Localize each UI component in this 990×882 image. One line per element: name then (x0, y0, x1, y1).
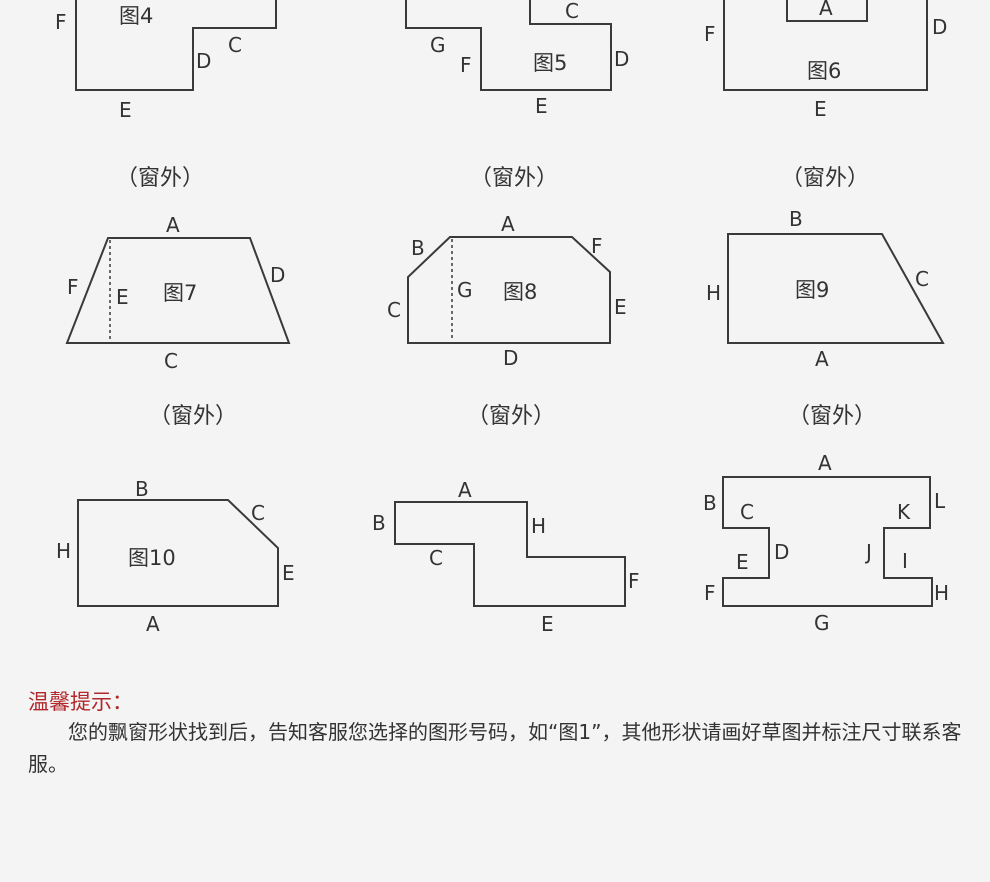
fig12-label-a: A (818, 451, 832, 475)
fig8-outline (407, 236, 611, 344)
fig4-label-d: D (196, 49, 211, 73)
fig10-label-e: E (282, 561, 295, 585)
window-outside-label-fig7: （窗外） (116, 166, 204, 191)
window-outside-label-fig12: （窗外） (788, 404, 876, 429)
fig11-label-e: E (541, 612, 554, 636)
fig12-label-c: C (740, 500, 754, 524)
window-outside-label-fig10: （窗外） (149, 404, 237, 429)
fig11-label-b: B (372, 511, 386, 535)
tip-body: 您的飘窗形状找到后，告知客服您选择的图形号码，如“图1”，其他形状请画好草图并标… (28, 720, 962, 776)
fig8-label-f: F (591, 234, 603, 258)
window-outside-label-fig11: （窗外） (467, 404, 555, 429)
fig8-label-e: E (614, 295, 627, 319)
fig12-label-e: E (736, 550, 749, 574)
fig11-label-f: F (628, 569, 640, 593)
fig12-label-k: K (897, 500, 911, 524)
window-outside-label-fig9: （窗外） (781, 166, 869, 191)
fig9-label-a: A (815, 347, 829, 371)
fig8-label-g: G (457, 278, 473, 302)
fig9-label-h: H (706, 281, 721, 305)
fig10-caption: 图10 (128, 546, 176, 570)
fig12-label-d: D (774, 540, 789, 564)
fig10-outline (77, 499, 279, 607)
fig8-label-a: A (501, 212, 515, 236)
fig6-inner-outline (786, 0, 868, 22)
window-outside-label-fig8: （窗外） (470, 166, 558, 191)
fig8-label-b: B (411, 236, 425, 260)
fig4-caption: 图4 (119, 4, 153, 28)
fig12-label-l: L (934, 489, 946, 513)
fig7-label-c: C (164, 349, 178, 373)
fig7-label-e: E (116, 285, 129, 309)
fig9-label-b: B (789, 207, 803, 231)
fig6-label-e: E (814, 97, 827, 121)
fig6-label-f: F (704, 22, 716, 46)
fig8-label-d: D (503, 346, 518, 370)
fig10-label-c: C (251, 501, 265, 525)
fig5-label-c: C (565, 0, 579, 23)
fig7-label-d: D (270, 263, 285, 287)
fig10-label-h: H (56, 539, 71, 563)
fig6-label-d: D (932, 15, 947, 39)
fig12-label-h: H (934, 581, 949, 605)
fig11-label-h: H (531, 514, 546, 538)
fig11-label-a: A (458, 478, 472, 502)
fig4-label-f: F (55, 10, 67, 34)
fig7-label-f: F (67, 275, 79, 299)
fig5-label-e: E (535, 94, 548, 118)
tip-section: 温馨提示： 您的飘窗形状找到后，告知客服您选择的图形号码，如“图1”，其他形状请… (28, 688, 968, 780)
fig8-caption: 图8 (503, 280, 537, 304)
fig10-label-b: B (135, 477, 149, 501)
fig7-outline (65, 237, 291, 344)
fig8-label-c: C (387, 298, 401, 322)
fig12-label-b: B (703, 491, 717, 515)
fig12-label-i: I (902, 549, 908, 573)
fig4-outline (75, 0, 277, 91)
fig11-outline (394, 501, 626, 607)
fig9-caption: 图9 (795, 278, 829, 302)
fig9-label-c: C (915, 267, 929, 291)
fig5-label-g: G (430, 33, 446, 57)
fig7-caption: 图7 (163, 281, 197, 305)
fig5-outline (405, 0, 612, 91)
fig12-label-f: F (704, 581, 716, 605)
fig9-outline (727, 233, 945, 344)
fig6-outline (723, 0, 928, 91)
fig12-label-g: G (814, 611, 830, 635)
fig5-label-f: F (460, 53, 472, 77)
fig11-label-c: C (429, 546, 443, 570)
fig10-label-a: A (146, 612, 160, 636)
fig12-outline (722, 476, 933, 607)
fig6-label-a: A (819, 0, 833, 20)
fig6-caption: 图6 (807, 59, 841, 83)
fig5-caption: 图5 (533, 51, 567, 75)
fig12-label-j: J (864, 540, 872, 564)
fig4-label-e: E (119, 98, 132, 122)
tip-title: 温馨提示： (28, 690, 133, 714)
fig7-label-a: A (166, 213, 180, 237)
fig5-label-d: D (614, 47, 629, 71)
fig4-label-c: C (228, 33, 242, 57)
